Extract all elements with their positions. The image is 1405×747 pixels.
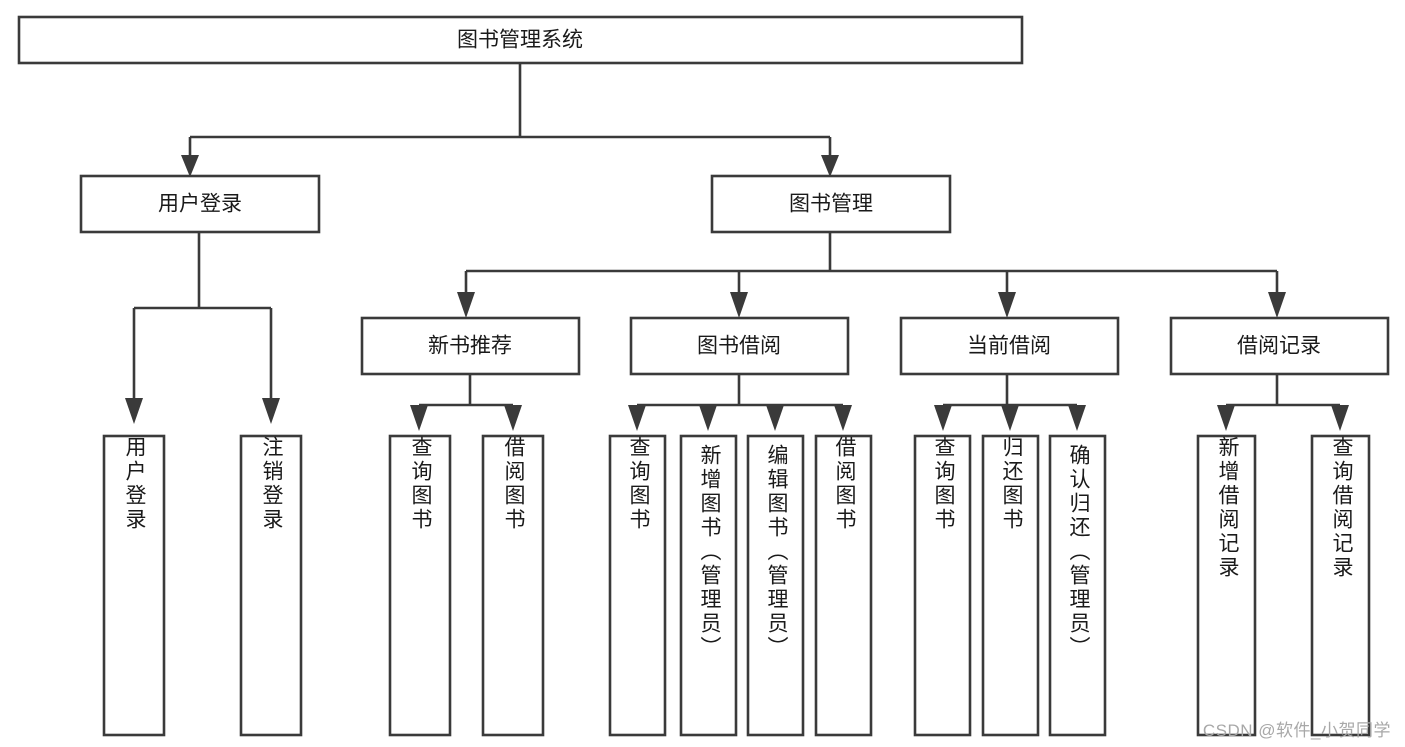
leaf-box-query-book-2[interactable] [608,434,667,737]
connector-group-new-book [410,374,522,431]
connector-group-current-borrow [934,374,1086,431]
arrowhead-icon [934,405,952,431]
node-user-login-box[interactable] [79,174,321,234]
connector-group-borrow-record [1217,374,1349,431]
node-root-system[interactable]: 图书管理系统 [17,15,1024,65]
arrowhead-icon [181,155,199,177]
leaf-box-borrow-book-2[interactable] [814,434,873,737]
connector-group-user-login [125,232,280,424]
node-new-book-recommend[interactable]: 新书推荐 [360,316,581,376]
node-new-book-recommend-label: 新书推荐 [428,335,512,358]
arrowhead-icon [834,405,852,431]
leaf-box-add-borrow-record[interactable] [1196,434,1257,737]
connector-group-book-manage [457,232,1286,318]
arrowhead-icon [699,405,717,431]
node-current-borrow-label: 当前借阅 [967,335,1051,358]
node-user-login[interactable]: 用户登录 [79,174,321,234]
leaf-box-query-book-3[interactable] [913,434,972,737]
arrowhead-icon [262,398,280,424]
watermark-credit: CSDN @软件_小贺同学 [1202,721,1391,740]
leaf-box-edit-book-admin[interactable] [746,434,805,737]
node-new-book-recommend-box[interactable] [360,316,581,376]
leaf-box-confirm-return-admin[interactable] [1048,434,1107,737]
leaf-box-query-borrow-record[interactable] [1310,434,1371,737]
arrowhead-icon [628,405,646,431]
arrowhead-icon [504,405,522,431]
node-book-borrow-label: 图书借阅 [697,335,781,358]
node-book-manage-label: 图书管理 [789,193,873,216]
node-borrow-record-box[interactable] [1169,316,1390,376]
node-borrow-record[interactable]: 借阅记录 [1169,316,1390,376]
arrowhead-icon [125,398,143,424]
node-current-borrow[interactable]: 当前借阅 [899,316,1120,376]
node-borrow-record-label: 借阅记录 [1237,335,1321,358]
arrowhead-icon [457,292,475,318]
node-root-label: 图书管理系统 [457,29,583,52]
arrowhead-icon [1068,405,1086,431]
connector-group-root [181,63,839,177]
node-root-box[interactable] [17,15,1024,65]
leaf-box-return-book[interactable] [981,434,1040,737]
leaf-box-add-book-admin[interactable] [679,434,738,737]
leaf-box-logout[interactable] [239,434,303,737]
node-user-login-label: 用户登录 [158,193,242,216]
arrowhead-icon [821,155,839,177]
arrowhead-icon [1001,405,1019,431]
arrowhead-icon [1217,405,1235,431]
arrowhead-icon [766,405,784,431]
leaf-box-query-book-1[interactable] [388,434,452,737]
connector-group-book-borrow [628,374,852,431]
arrowhead-icon [410,405,428,431]
node-book-borrow[interactable]: 图书借阅 [629,316,850,376]
node-book-borrow-box[interactable] [629,316,850,376]
node-book-manage[interactable]: 图书管理 [710,174,952,234]
node-current-borrow-box[interactable] [899,316,1120,376]
arrowhead-icon [730,292,748,318]
arrowhead-icon [1268,292,1286,318]
leaf-box-user-login[interactable] [102,434,166,737]
leaf-box-borrow-book-1[interactable] [481,434,545,737]
node-book-manage-box[interactable] [710,174,952,234]
arrowhead-icon [1331,405,1349,431]
arrowhead-icon [998,292,1016,318]
